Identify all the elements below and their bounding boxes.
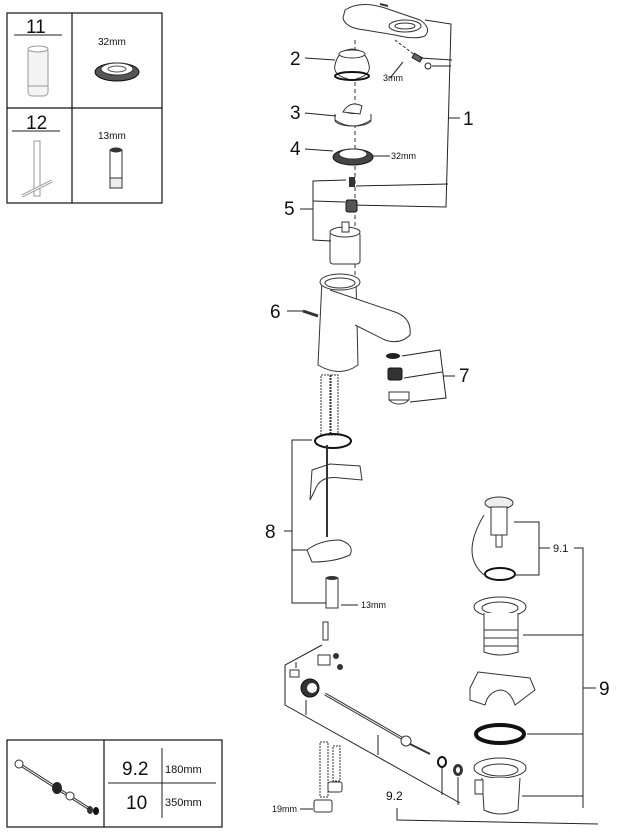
nut-32mm [332, 148, 374, 166]
t-handle-key-icon [21, 140, 53, 198]
callout-5: 5 [284, 199, 295, 220]
callout-8: 8 [265, 522, 276, 543]
dim-13mm: 13mm [361, 600, 386, 610]
nut-icon [94, 62, 140, 82]
size-13mm: 13mm [98, 131, 126, 142]
cartridge [329, 177, 361, 265]
callout-9-2: 9.2 [386, 789, 403, 803]
tools-box: 11 32mm 12 13mm [6, 12, 163, 204]
rod-length-180: 180mm [165, 764, 202, 776]
rod-item-10: 10 [126, 793, 147, 814]
drain-linkage [289, 621, 463, 776]
hex-socket-icon [109, 147, 123, 189]
rod-length-box: 9.2 180mm 10 350mm [6, 739, 223, 828]
cartridge-wrench-icon [27, 45, 49, 97]
mounting-set [306, 433, 363, 609]
aerator [386, 353, 410, 405]
rod-item-9-2: 9.2 [122, 759, 148, 780]
dim-19mm: 19mm [272, 804, 297, 814]
seal-ring [474, 723, 526, 745]
callout-9-1: 9.1 [553, 543, 568, 555]
dim-32mm: 32mm [391, 151, 416, 161]
size-32mm: 32mm [98, 37, 126, 48]
callout-9: 9 [599, 679, 610, 700]
item-12-label: 12 [26, 113, 47, 134]
flange-part [334, 103, 372, 127]
drain-body [473, 596, 527, 656]
callout-2: 2 [290, 49, 301, 70]
rod-length-350: 350mm [165, 797, 202, 809]
lever-handle [342, 3, 429, 39]
item-11-label: 11 [26, 17, 46, 38]
callout-1: 1 [463, 109, 474, 130]
drain-waste-body [473, 757, 527, 815]
dim-3mm: 3mm [383, 73, 403, 83]
pop-up-plug [471, 496, 516, 581]
grub-screw [394, 39, 432, 70]
supply-hoses [313, 741, 343, 813]
callout-7: 7 [459, 366, 470, 387]
drain-rod-icon [14, 759, 99, 815]
faucet-body [302, 273, 411, 372]
cap [334, 48, 370, 81]
callout-6: 6 [270, 302, 281, 323]
callout-3: 3 [290, 103, 301, 124]
flex-hoses [320, 374, 339, 436]
callout-4: 4 [290, 139, 301, 160]
wedge-washer [469, 671, 536, 706]
